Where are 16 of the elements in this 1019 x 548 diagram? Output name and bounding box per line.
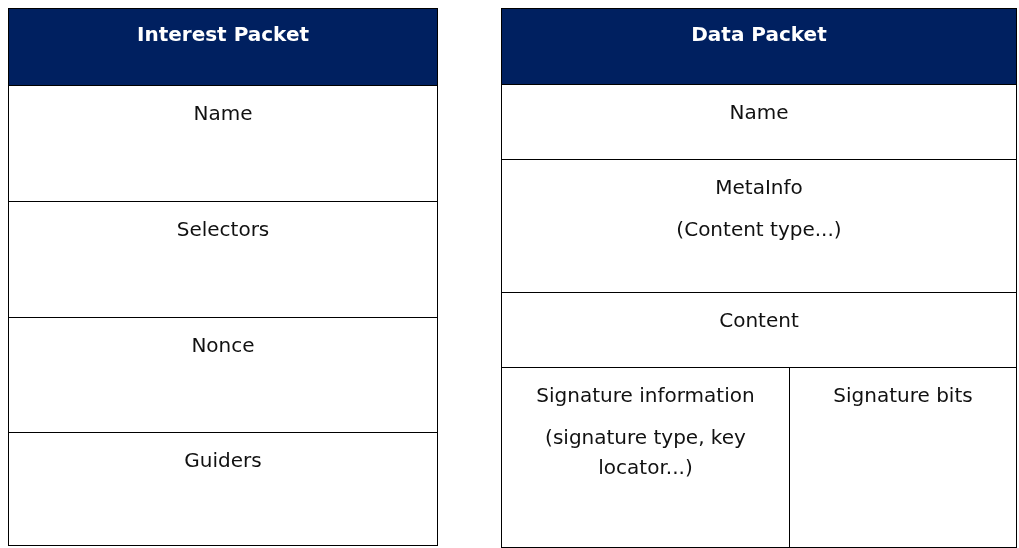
field-cell	[789, 367, 1016, 548]
field-label: Signature bits	[832, 382, 974, 409]
field-label: MetaInfo	[714, 174, 804, 201]
field-note: (Content type...)	[675, 216, 843, 243]
field-label: Guiders	[183, 447, 263, 474]
table-header: Interest Packet	[9, 9, 437, 85]
packet-table	[8, 8, 438, 546]
field-label: Name	[728, 99, 790, 126]
field-note: (signature type, key locator...)	[544, 424, 747, 481]
field-label: Signature information	[535, 382, 756, 409]
field-label: Nonce	[190, 332, 256, 359]
field-label: Name	[192, 100, 254, 127]
table-header: Data Packet	[502, 9, 1016, 84]
packet-table	[501, 8, 1017, 548]
field-label: Content	[718, 307, 800, 334]
field-label: Selectors	[175, 216, 271, 243]
